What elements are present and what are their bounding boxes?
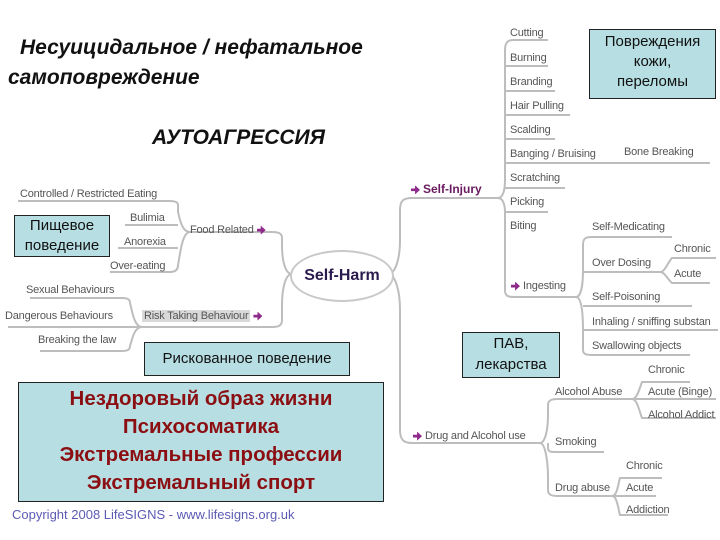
node-bone-breaking[interactable]: Bone Breaking: [624, 146, 694, 158]
annotation-line: переломы: [616, 73, 688, 90]
annotation-line: поведение: [24, 237, 100, 254]
node-hair-pulling[interactable]: Hair Pulling: [510, 100, 564, 112]
annotation-line: Психосоматика: [122, 415, 280, 438]
node-branding[interactable]: Branding: [510, 76, 553, 88]
node-dangerous-behaviours[interactable]: Dangerous Behaviours: [5, 310, 113, 322]
node-self-poisoning[interactable]: Self-Poisoning: [592, 291, 661, 303]
node-controlled-eating[interactable]: Controlled / Restricted Eating: [20, 188, 158, 200]
annotation-line: Пищевое: [29, 217, 95, 234]
annotation-line: кожи,: [633, 53, 672, 70]
node-over-eating[interactable]: Over-eating: [110, 260, 166, 272]
annotation-eating-behaviour: Пищевое поведение: [14, 215, 110, 257]
title-line-1: Несуицидальное / нефатальное: [20, 36, 363, 59]
node-drug-abuse[interactable]: Drug abuse: [555, 482, 610, 494]
node-label: Ingesting: [523, 280, 566, 292]
node-burning[interactable]: Burning: [510, 52, 547, 64]
node-sexual-behaviours[interactable]: Sexual Behaviours: [26, 284, 115, 296]
node-over-dosing[interactable]: Over Dosing: [592, 257, 651, 269]
expand-arrow-icon: [511, 281, 520, 291]
node-banging-bruising[interactable]: Banging / Bruising: [510, 148, 596, 160]
node-label: Food Related: [190, 224, 254, 236]
annotation-line: Нездоровый образ жизни: [69, 387, 333, 410]
node-swallowing-objects[interactable]: Swallowing objects: [592, 340, 682, 352]
annotation-line: ПАВ,: [493, 335, 529, 352]
node-ingesting[interactable]: Ingesting: [508, 280, 566, 292]
node-scratching[interactable]: Scratching: [510, 172, 560, 184]
node-od-acute[interactable]: Acute: [674, 268, 702, 280]
annotation-unhealthy-lifestyle: Нездоровый образ жизни Психосоматика Экс…: [18, 382, 384, 502]
node-drug-alcohol-use[interactable]: Drug and Alcohol use: [410, 430, 526, 442]
node-alcohol-abuse[interactable]: Alcohol Abuse: [555, 386, 623, 398]
expand-arrow-icon: [253, 311, 263, 321]
annotation-skin-damage: Повреждения кожи, переломы: [589, 29, 716, 99]
subtitle: АУТОАГРЕССИЯ: [152, 126, 325, 149]
annotation-pav-drugs: ПАВ, лекарства: [462, 332, 560, 378]
node-food-related[interactable]: Food Related: [190, 224, 269, 236]
expand-arrow-icon: [411, 185, 420, 195]
node-drug-acute[interactable]: Acute: [626, 482, 654, 494]
node-bulimia[interactable]: Bulimia: [130, 212, 165, 224]
node-breaking-law[interactable]: Breaking the law: [38, 334, 117, 346]
node-picking[interactable]: Picking: [510, 196, 545, 208]
annotation-line: лекарства: [475, 356, 547, 373]
copyright-footer: Copyright 2008 LifeSIGNS - www.lifesigns…: [12, 507, 295, 522]
node-label: Risk Taking Behaviour: [142, 310, 251, 322]
center-node-self-harm[interactable]: Self-Harm: [290, 250, 394, 302]
node-drug-chronic[interactable]: Chronic: [626, 460, 663, 472]
node-biting[interactable]: Biting: [510, 220, 537, 232]
node-self-medicating[interactable]: Self-Medicating: [592, 221, 665, 233]
expand-arrow-icon: [256, 225, 266, 235]
node-smoking[interactable]: Smoking: [555, 436, 597, 448]
title-line-2: самоповреждение: [8, 66, 200, 89]
node-inhaling-sniffing[interactable]: Inhaling / sniffing substan: [592, 316, 711, 328]
node-self-injury[interactable]: Self-Injury: [408, 182, 482, 196]
node-label: Self-Injury: [423, 182, 482, 196]
node-alcohol-acute-binge[interactable]: Acute (Binge): [648, 386, 713, 398]
node-alcohol-chronic[interactable]: Chronic: [648, 364, 685, 376]
annotation-line: Экстремальный спорт: [86, 471, 316, 494]
node-od-chronic[interactable]: Chronic: [674, 243, 711, 255]
annotation-line: Экстремальные профессии: [59, 443, 343, 466]
annotation-risk-behaviour: Рискованное поведение: [144, 342, 350, 376]
node-drug-addiction[interactable]: Addiction: [626, 504, 670, 516]
annotation-line: Повреждения: [604, 33, 701, 50]
node-anorexia[interactable]: Anorexia: [124, 236, 166, 248]
node-scalding[interactable]: Scalding: [510, 124, 551, 136]
node-risk-taking[interactable]: Risk Taking Behaviour: [142, 310, 265, 322]
expand-arrow-icon: [413, 431, 422, 441]
node-label: Drug and Alcohol use: [425, 430, 526, 442]
node-alcohol-addiction[interactable]: Alcohol Addict: [648, 409, 715, 421]
node-cutting[interactable]: Cutting: [510, 27, 544, 39]
